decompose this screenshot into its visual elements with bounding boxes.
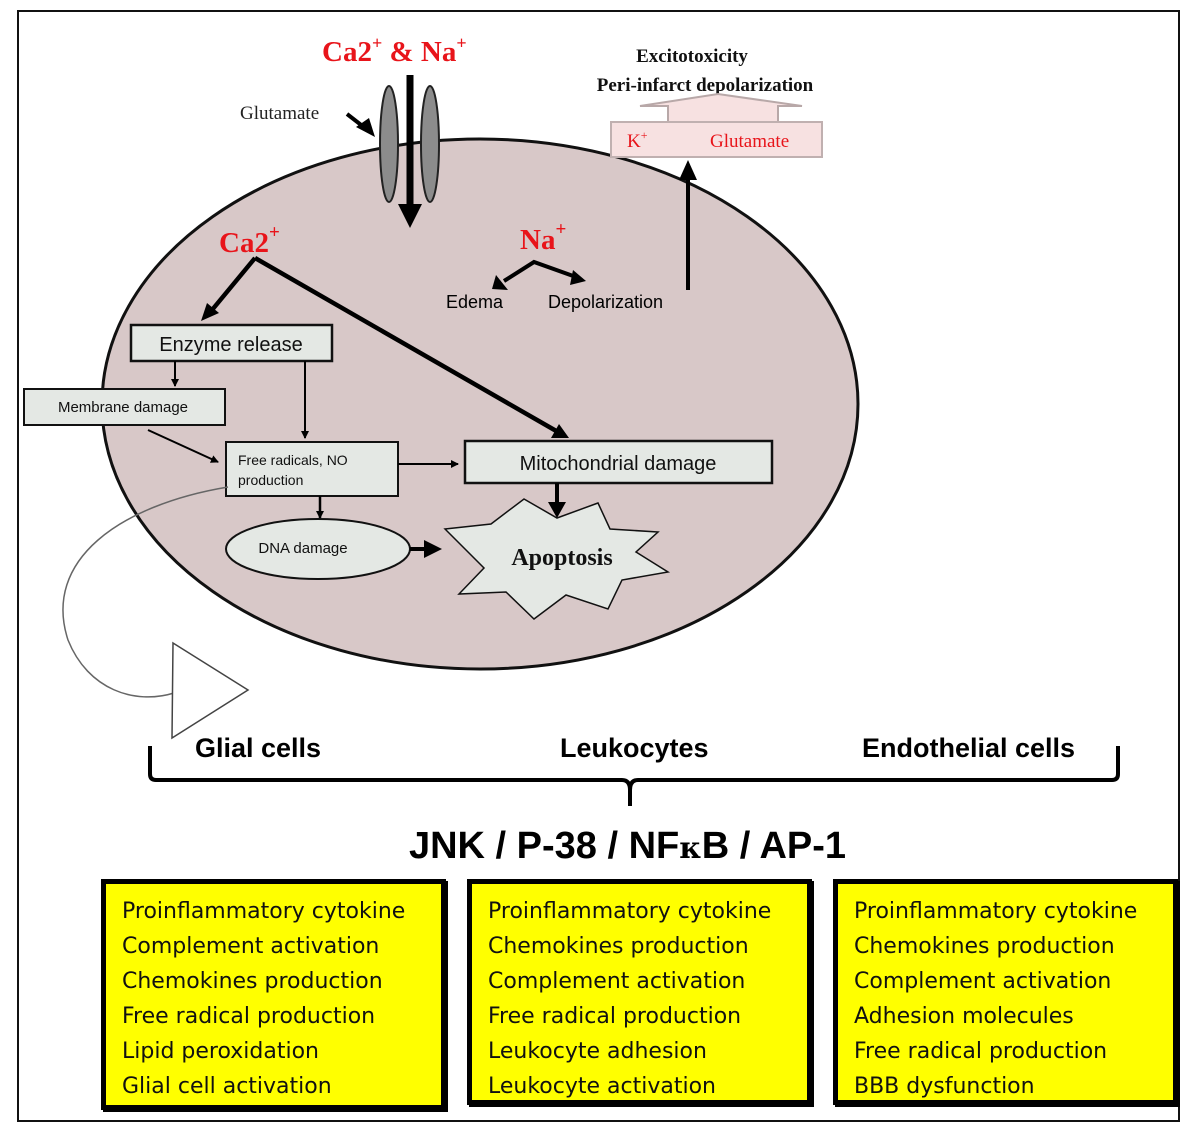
membrane-damage-box	[23, 388, 226, 426]
depolarization-up-arrow	[679, 160, 697, 290]
glial-effect-item: Chemokines production	[122, 969, 383, 994]
ion-channel-right	[420, 85, 440, 203]
released-glutamate-label: Glutamate	[710, 131, 789, 152]
curved-pointer-arrow	[62, 486, 229, 698]
signaling-pathway-label: JNK / P-38 / NFκB / AP-1	[408, 825, 847, 867]
endothelial-effects-box: Proinflammatory cytokine Chemokines prod…	[833, 879, 1178, 1105]
leukocyte-effect-item: Complement activation	[488, 969, 746, 994]
glial-cells-label: Glial cells	[195, 733, 322, 763]
endothelial-effect-item: Complement activation	[854, 969, 1112, 994]
enzyme-release-box	[129, 323, 334, 363]
leukocyte-effects-box: Proinflammatory cytokine Chemokines prod…	[467, 879, 812, 1105]
membrane-to-radicals-arrow	[147, 429, 219, 463]
glial-effects-box: Proinflammatory cytokine Complement acti…	[101, 879, 446, 1110]
mito-to-apoptosis-arrow	[548, 483, 566, 518]
glutamate-label: Glutamate	[240, 103, 319, 124]
apoptosis-label: Apoptosis	[511, 545, 612, 571]
free-radicals-label-line2: production	[238, 472, 303, 488]
glial-effect-item: Free radical production	[122, 1004, 376, 1029]
membrane-damage-label: Membrane damage	[58, 399, 188, 416]
cells-bracket	[148, 746, 1120, 806]
leukocytes-label: Leukocytes	[560, 733, 709, 763]
release-box	[610, 121, 823, 158]
excitotoxicity-label: Excitotoxicity	[636, 46, 748, 67]
enzyme-release-label: Enzyme release	[159, 334, 302, 356]
endothelial-effect-item: Proinflammatory cytokine	[854, 899, 1138, 924]
leukocyte-effect-item: Leukocyte adhesion	[488, 1039, 707, 1064]
potassium-label: K+	[627, 128, 648, 152]
sodium-branch-arrows	[492, 259, 586, 290]
glial-effect-item: Complement activation	[122, 934, 380, 959]
endothelial-effect-item: Free radical production	[854, 1039, 1108, 1064]
glutamate-arrow	[345, 112, 375, 137]
calcium-to-enzyme-arrow	[201, 256, 257, 321]
dna-to-apoptosis-arrow	[410, 540, 442, 558]
endothelial-effect-item: BBB dysfunction	[854, 1074, 1035, 1099]
apoptosis-starburst	[443, 498, 671, 620]
calcium-to-mito-arrow	[253, 256, 569, 438]
free-radicals-box	[225, 441, 399, 497]
mito-damage-box	[463, 439, 774, 485]
peri-infarct-label: Peri-infarct depolarization	[597, 75, 814, 96]
endothelial-effect-item: Adhesion molecules	[854, 1004, 1074, 1029]
glial-effect-item: Proinflammatory cytokine	[122, 899, 406, 924]
extracellular-ions-label: Ca2+ & Na+	[322, 33, 467, 68]
leukocyte-effect-item: Proinflammatory cytokine	[488, 899, 772, 924]
ion-influx-arrow	[398, 75, 422, 228]
ion-channel-left	[379, 85, 399, 203]
endothelial-cells-label: Endothelial cells	[862, 733, 1076, 763]
leukocyte-effect-item: Free radical production	[488, 1004, 742, 1029]
free-radicals-label-line1: Free radicals, NO	[238, 452, 348, 468]
depolarization-label: Depolarization	[548, 292, 663, 312]
glial-effect-item: Glial cell activation	[122, 1074, 332, 1099]
leukocyte-effect-item: Leukocyte activation	[488, 1074, 716, 1099]
glial-effect-item: Lipid peroxidation	[122, 1039, 319, 1064]
release-up-arrow	[639, 92, 803, 123]
curved-pointer-arrowhead	[171, 641, 250, 740]
edema-label: Edema	[446, 292, 504, 312]
leukocyte-effect-item: Chemokines production	[488, 934, 749, 959]
dna-damage-label: DNA damage	[258, 540, 347, 557]
sodium-label: Na+	[520, 219, 566, 256]
mito-damage-label: Mitochondrial damage	[520, 453, 717, 475]
calcium-label: Ca2+	[219, 222, 280, 259]
endothelial-effect-item: Chemokines production	[854, 934, 1115, 959]
